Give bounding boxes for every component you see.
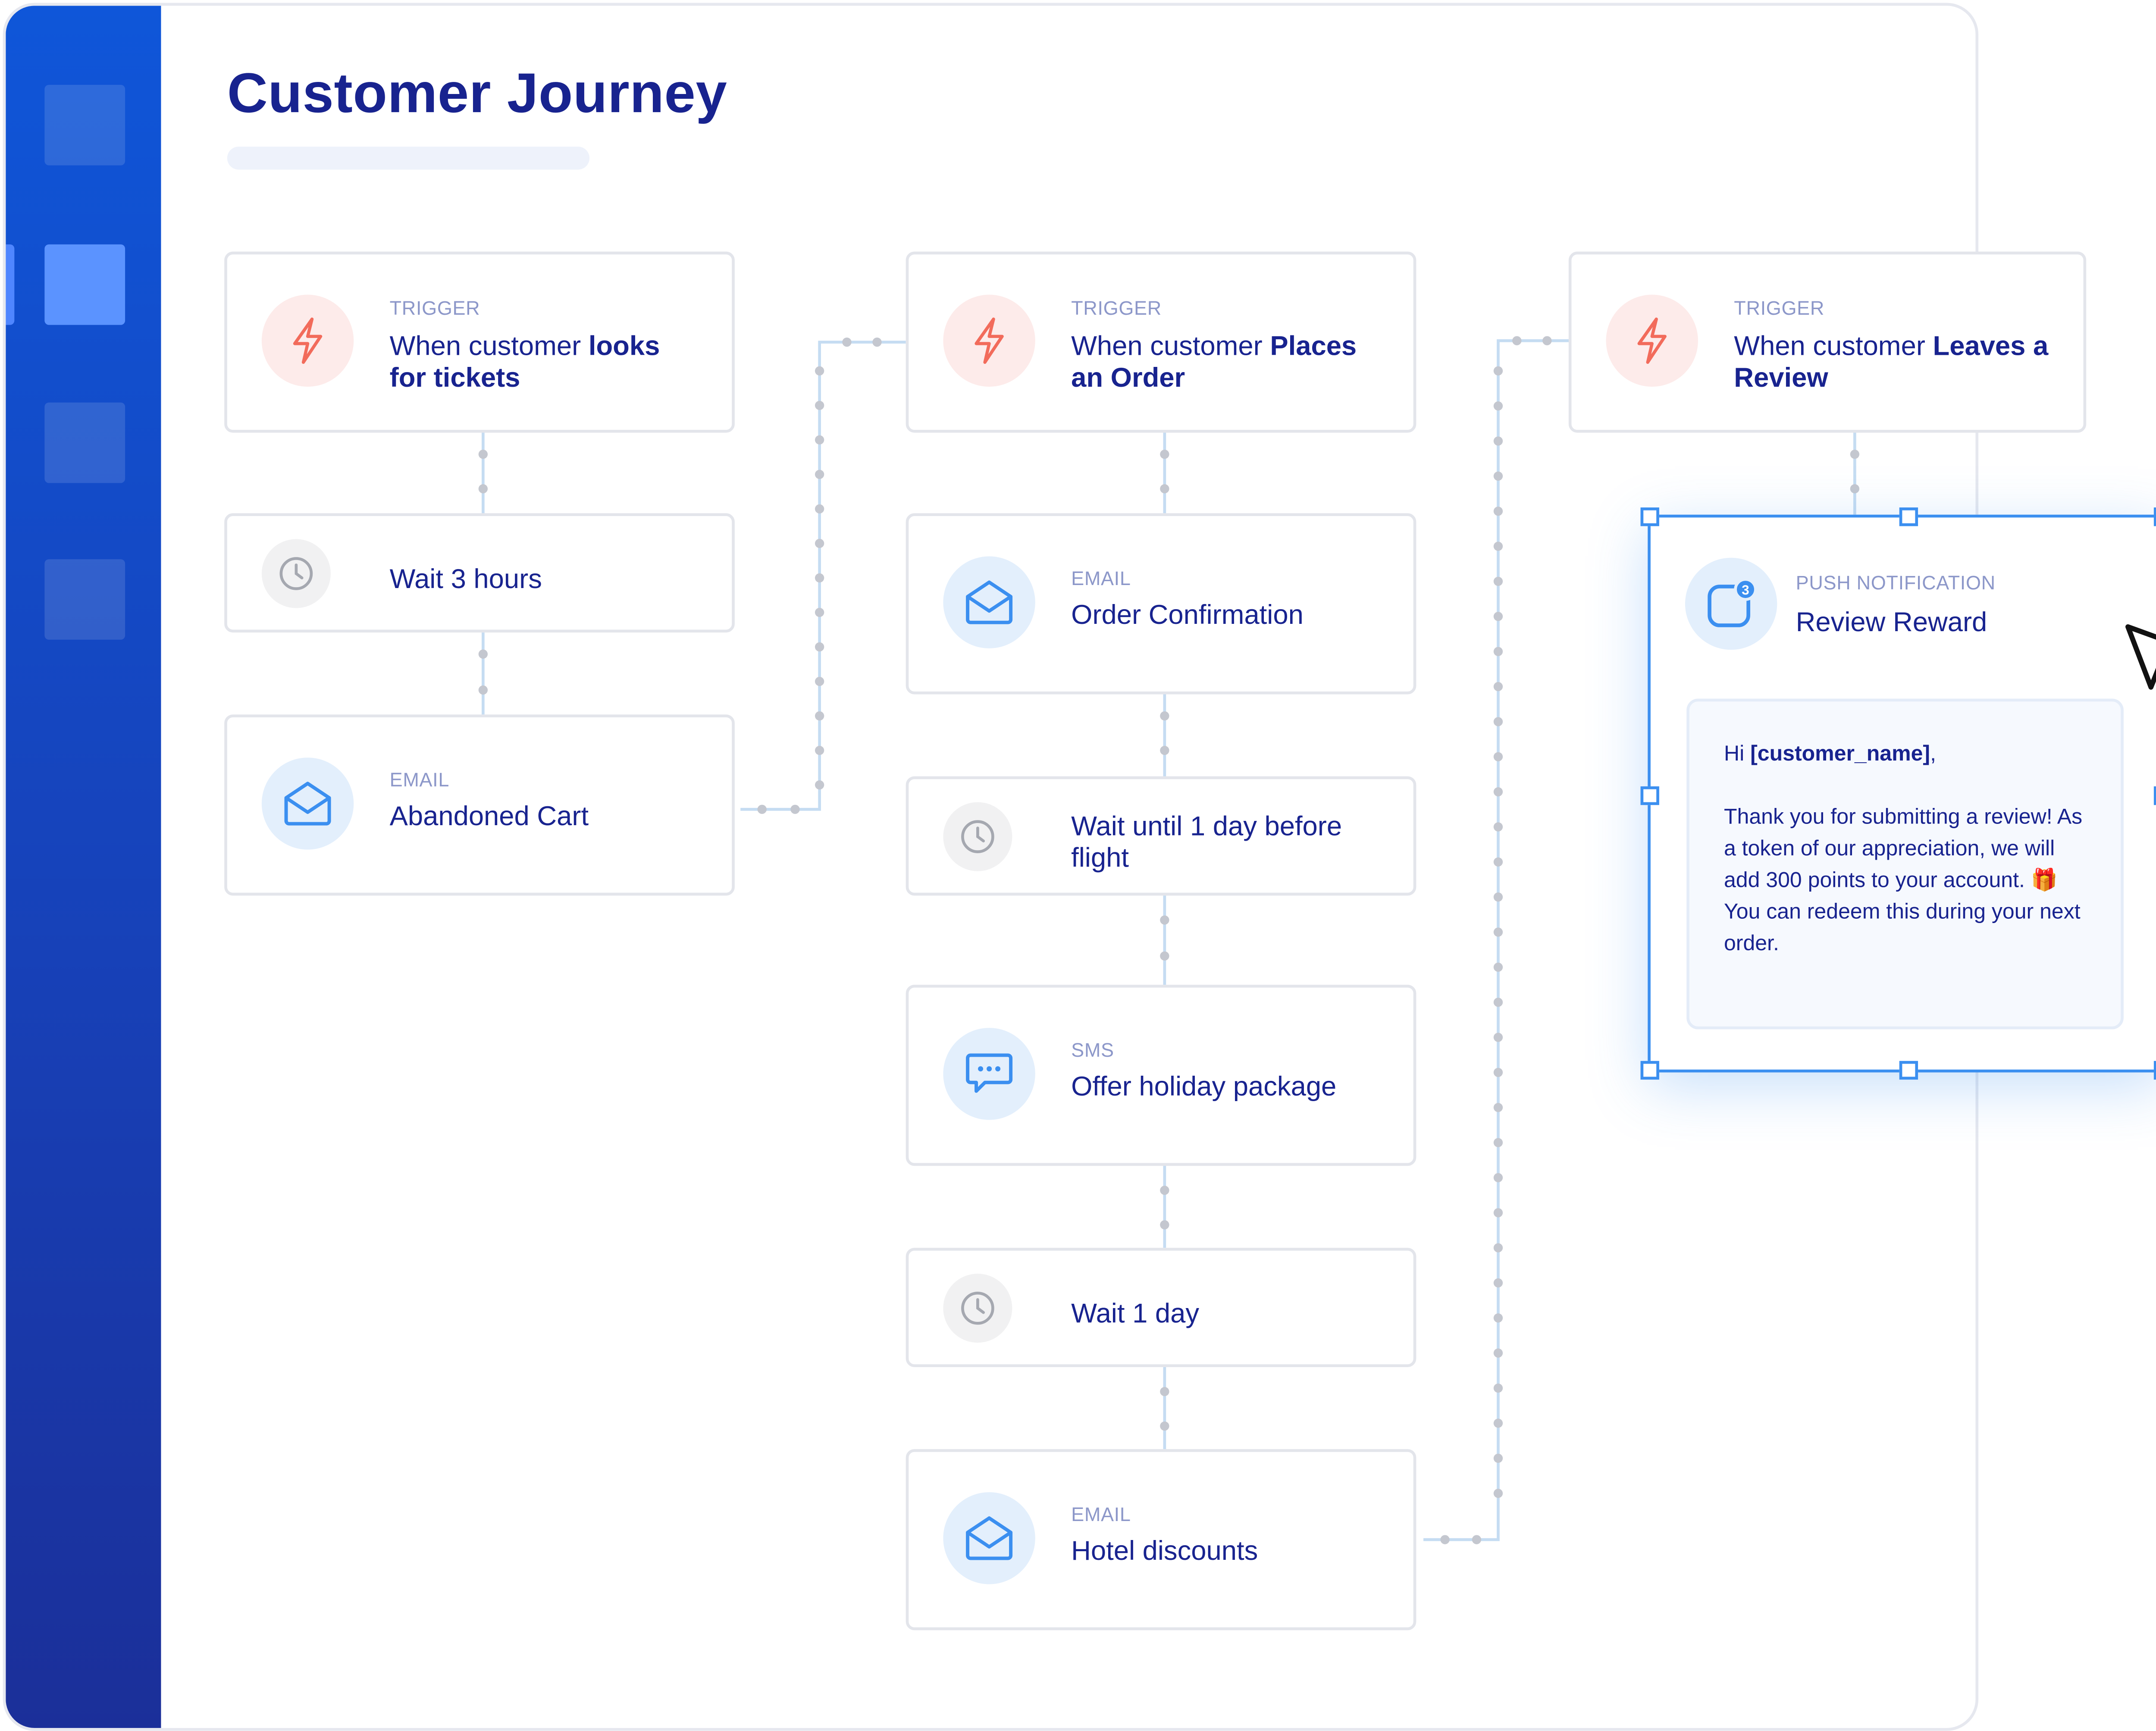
notification-badge-count: 3 (1742, 582, 1749, 598)
node-label: Offer holiday package (1071, 1072, 1337, 1103)
resize-handle-right[interactable] (2153, 786, 2156, 805)
clock-icon (261, 539, 331, 608)
node-label: Wait 1 day (1071, 1299, 1200, 1330)
resize-handle-bottom[interactable] (1899, 1061, 1918, 1080)
node-label: Review Reward (1796, 608, 1987, 639)
sidebar-item-4[interactable] (44, 559, 125, 640)
chat-bubble-icon (943, 1028, 1035, 1120)
node-kind: PUSH NOTIFICATION (1796, 572, 1996, 594)
sidebar-item-1[interactable] (44, 85, 125, 166)
resize-handle-left[interactable] (1640, 786, 1659, 805)
flow-node-sms-offer-holiday-package[interactable]: SMS Offer holiday package (906, 985, 1416, 1166)
node-kind: EMAIL (1071, 1503, 1131, 1525)
node-label: Order Confirmation (1071, 601, 1304, 631)
flow-node-email-order-confirmation[interactable]: EMAIL Order Confirmation (906, 513, 1416, 695)
title-placeholder-bar (227, 147, 590, 170)
node-kind: EMAIL (389, 769, 450, 791)
node-label: Wait until 1 day before flight (1071, 812, 1342, 874)
node-label: When customer looks for tickets (389, 332, 660, 394)
flow-node-trigger-places-an-order[interactable]: TRIGGER When customer Places an Order (906, 251, 1416, 433)
gift-emoji: 🎁 (2031, 868, 2058, 893)
node-kind: TRIGGER (1734, 297, 1825, 319)
resize-handle-top[interactable] (1899, 507, 1918, 526)
clock-icon (943, 1274, 1012, 1343)
sidebar (6, 6, 161, 1728)
node-label: Hotel discounts (1071, 1537, 1258, 1567)
page-title: Customer Journey (227, 63, 727, 125)
sidebar-item-3[interactable] (44, 402, 125, 483)
flow-node-trigger-leaves-a-review[interactable]: TRIGGER When customer Leaves a Review (1568, 251, 2087, 433)
node-label: Abandoned Cart (389, 802, 589, 833)
envelope-icon (943, 1492, 1035, 1584)
resize-handle-bottom-left[interactable] (1640, 1061, 1659, 1080)
message-body: Thank you for submitting a review! As a … (1724, 805, 2083, 956)
node-label: When customer Places an Order (1071, 332, 1357, 394)
resize-handle-top-right[interactable] (2153, 507, 2156, 526)
message-preview: Hi [customer_name], Thank you for submit… (1686, 698, 2124, 1030)
lightning-icon (943, 294, 1035, 387)
flow-node-wait-until-1-day-before-flight[interactable]: Wait until 1 day before flight (906, 776, 1416, 896)
resize-handle-bottom-right[interactable] (2153, 1061, 2156, 1080)
node-kind: TRIGGER (1071, 297, 1162, 319)
flow-node-wait-3-hours[interactable]: Wait 3 hours (224, 513, 735, 633)
node-label: Wait 3 hours (389, 565, 542, 595)
flow-node-push-review-reward[interactable]: 3 PUSH NOTIFICATION Review Reward Hi [cu… (1640, 507, 2156, 1080)
sidebar-item-2[interactable] (44, 244, 125, 325)
active-nav-indicator (6, 244, 15, 325)
node-label: When customer Leaves a Review (1734, 332, 2049, 394)
flow-node-email-abandoned-cart[interactable]: EMAIL Abandoned Cart (224, 714, 735, 896)
lightning-icon (261, 294, 354, 387)
lightning-icon (1606, 294, 1698, 387)
flow-node-wait-1-day[interactable]: Wait 1 day (906, 1248, 1416, 1368)
envelope-icon (261, 758, 354, 850)
flow-node-email-hotel-discounts[interactable]: EMAIL Hotel discounts (906, 1449, 1416, 1631)
node-kind: TRIGGER (389, 297, 480, 319)
resize-handle-top-left[interactable] (1640, 507, 1659, 526)
envelope-icon (943, 556, 1035, 648)
message-greeting: Hi [customer_name], (1724, 742, 1936, 767)
flow-node-trigger-looks-for-tickets[interactable]: TRIGGER When customer looks for tickets (224, 251, 735, 433)
node-kind: EMAIL (1071, 568, 1131, 590)
app-badge-icon: 3 (1685, 557, 1777, 650)
clock-icon (943, 802, 1012, 871)
mouse-cursor-icon (2125, 624, 2156, 690)
customer-name-variable: [customer_name] (1750, 742, 1930, 767)
node-kind: SMS (1071, 1039, 1114, 1061)
